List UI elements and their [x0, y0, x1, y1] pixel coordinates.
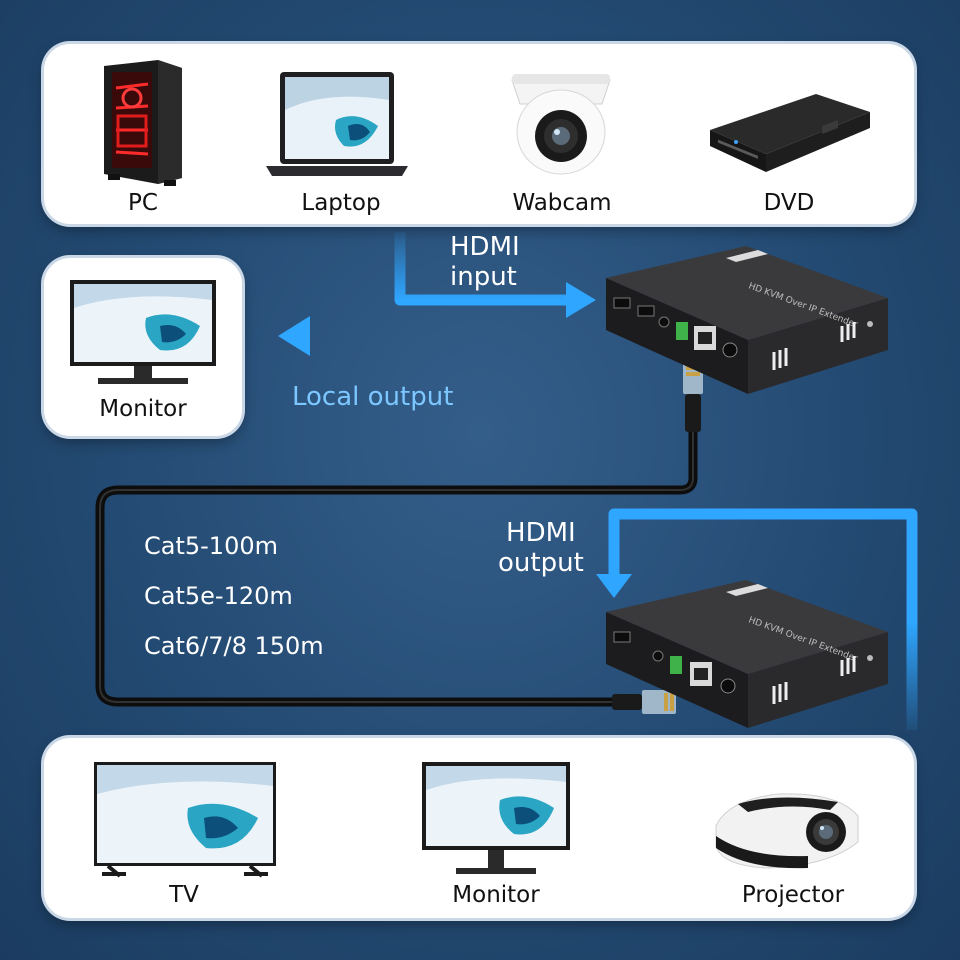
pc-tower-icon: [104, 60, 182, 186]
display-devices-panel: TV Monitor Projector: [44, 738, 914, 918]
hdmi-input-label: HDMI input: [450, 232, 520, 292]
hdmi-output-label: HDMI output: [498, 518, 584, 578]
dvd-player-icon: [710, 94, 870, 172]
webcam-icon: [511, 74, 611, 175]
transmitter-device: HD KVM Over IP Extender: [606, 246, 888, 394]
monitor-label: Monitor: [452, 882, 540, 908]
local-monitor-label: Monitor: [99, 396, 187, 422]
hdmi-input-arrowhead: [566, 282, 596, 318]
laptop-label: Laptop: [301, 190, 381, 216]
cable-spec-cat6: Cat6/7/8 150m: [144, 632, 324, 660]
local-output-label: Local output: [292, 382, 454, 412]
receiver-device: HD KVM Over IP Extender: [606, 580, 888, 728]
local-output-arrowhead: [278, 316, 310, 356]
monitor-icon: [422, 762, 570, 874]
local-monitor-panel: Monitor: [44, 258, 242, 436]
dvd-label: DVD: [763, 190, 815, 216]
tv-icon: [94, 762, 276, 878]
cable-spec-cat5: Cat5-100m: [144, 532, 278, 560]
hdmi-output-arrow: [608, 508, 918, 730]
source-devices-panel: PC Laptop Wabcam DVD: [44, 44, 914, 224]
rj45-connector-bottom: [612, 690, 676, 714]
cable-spec-cat5e: Cat5e-120m: [144, 582, 293, 610]
hdmi-input-arrow: [394, 232, 568, 306]
hdmi-output-arrowhead: [596, 574, 632, 598]
laptop-icon: [266, 72, 408, 176]
projector-label: Projector: [741, 882, 845, 908]
webcam-label: Wabcam: [512, 190, 612, 216]
pc-label: PC: [128, 190, 158, 216]
projector-icon: [715, 793, 859, 869]
local-monitor-icon: [70, 280, 216, 384]
tv-label: TV: [169, 882, 199, 908]
